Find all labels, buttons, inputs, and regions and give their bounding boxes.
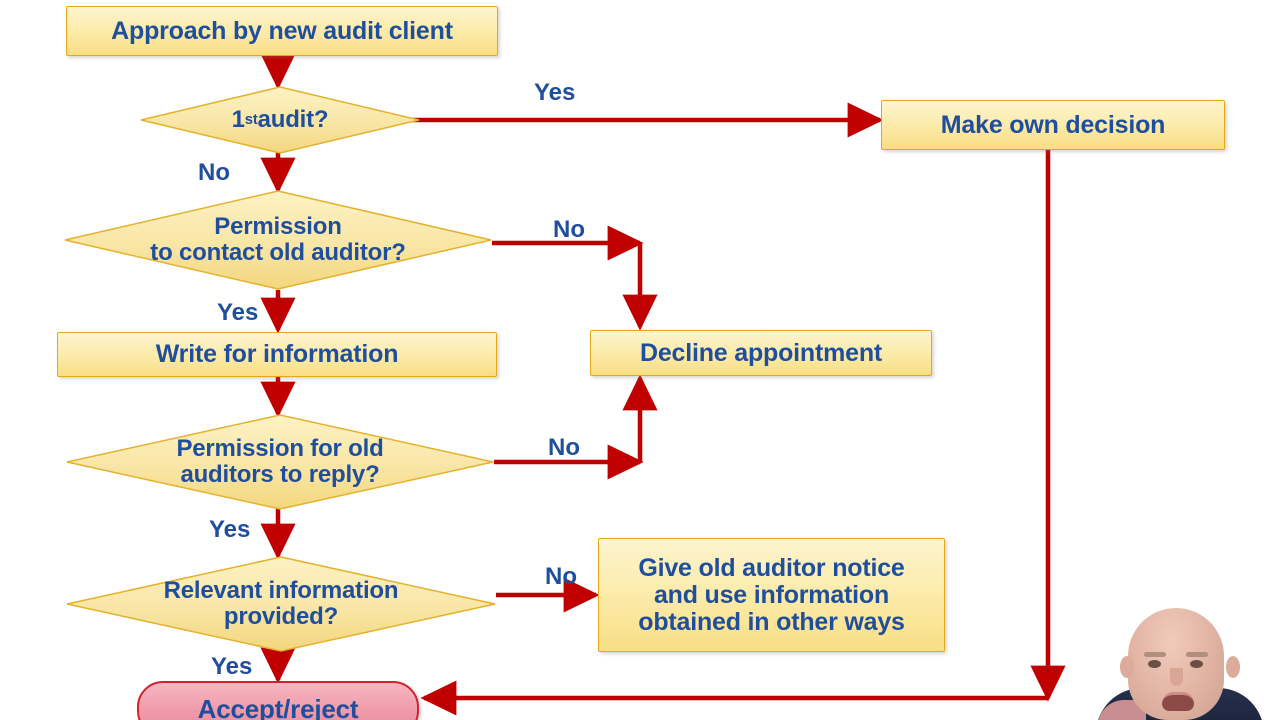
node-label: Permission for old auditors to reply? (176, 435, 384, 488)
presenter-shoulder (1098, 700, 1146, 720)
presenter-eye-right (1190, 660, 1203, 668)
node-make-own-decision[interactable]: Make own decision (881, 100, 1225, 150)
edge-label-first-audit-no: No (198, 159, 230, 186)
edge-label-relevant-info-yes: Yes (211, 653, 253, 680)
node-permission-to-contact-old-auditor[interactable]: Permission to contact old auditor? (64, 190, 492, 290)
node-label: Write for information (155, 340, 399, 368)
diamond-shape (140, 86, 420, 154)
node-approach-by-new-audit-client[interactable]: Approach by new audit client (66, 6, 498, 56)
presenter-ear-right (1226, 656, 1240, 678)
node-label: Relevant information provided? (163, 577, 399, 630)
presenter-ear-left (1120, 656, 1134, 678)
presenter-mouth (1162, 692, 1194, 711)
node-label: Approach by new audit client (111, 16, 453, 45)
presenter-eye-left (1148, 660, 1161, 668)
presenter-brow-left (1144, 652, 1166, 657)
node-label: Give old auditor notice and use informat… (638, 553, 905, 636)
edge-label-first-audit-yes: Yes (534, 79, 576, 106)
node-label: Make own decision (940, 110, 1166, 139)
edge-label-permission-reply-no: No (548, 434, 580, 461)
edge-label-permission-contact-yes: Yes (217, 299, 259, 326)
node-give-old-auditor-notice[interactable]: Give old auditor notice and use informat… (598, 538, 945, 652)
node-accept-reject[interactable]: Accept/reject (137, 681, 419, 720)
node-label: Permission to contact old auditor? (150, 213, 406, 266)
node-permission-for-old-auditors-to-reply[interactable]: Permission for old auditors to reply? (66, 414, 494, 510)
diamond-shape (64, 190, 492, 290)
presenter-video-overlay (1080, 600, 1280, 720)
diamond-shape (66, 414, 494, 510)
ordinal-suffix: st (244, 111, 258, 128)
edge-label-relevant-info-no: No (545, 563, 577, 590)
presenter-nose (1170, 668, 1183, 686)
edge-label-permission-reply-yes: Yes (209, 516, 251, 543)
node-relevant-information-provided[interactable]: Relevant information provided? (66, 556, 496, 652)
node-label: Accept/reject (197, 693, 359, 720)
edge-label-permission-contact-no: No (553, 216, 585, 243)
node-write-for-information[interactable]: Write for information (57, 332, 497, 377)
node-decline-appointment[interactable]: Decline appointment (590, 330, 932, 376)
presenter-brow-right (1186, 652, 1208, 657)
node-label: Decline appointment (639, 338, 883, 367)
